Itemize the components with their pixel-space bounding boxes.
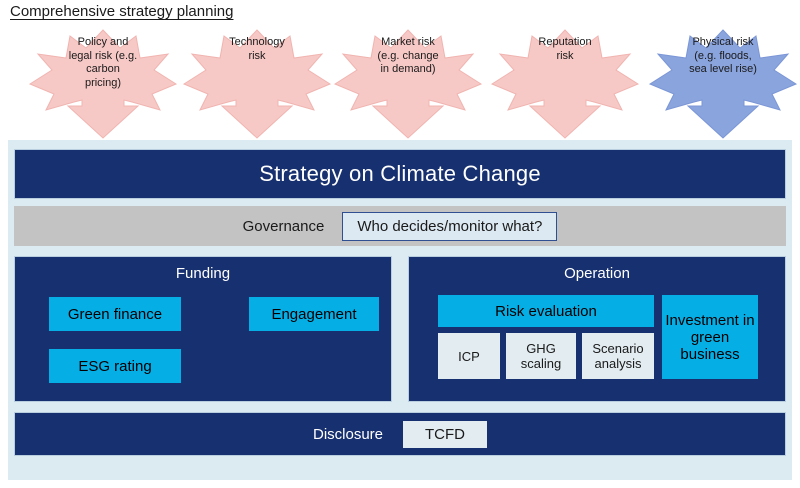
governance-row: Governance Who decides/monitor what? bbox=[14, 206, 786, 246]
governance-question-box[interactable]: Who decides/monitor what? bbox=[342, 211, 558, 241]
risk-arrow-shape bbox=[28, 29, 178, 139]
risk-arrow-physical-risk: Physical risk (e.g. floods, sea level ri… bbox=[648, 28, 798, 140]
funding-item-esg-rating[interactable]: ESG rating bbox=[49, 349, 181, 383]
strategy-board: Strategy on Climate Change Governance Wh… bbox=[8, 140, 792, 480]
page-title: Comprehensive strategy planning bbox=[10, 3, 234, 20]
funding-item-green-finance[interactable]: Green finance bbox=[49, 297, 181, 331]
strategy-title: Strategy on Climate Change bbox=[259, 161, 541, 186]
strategy-header-bar: Strategy on Climate Change bbox=[14, 149, 786, 199]
funding-panel: Funding Green finance Engagement ESG rat… bbox=[14, 256, 392, 402]
funding-item-engagement[interactable]: Engagement bbox=[249, 297, 379, 331]
risk-arrow-policy-legal-risk: Policy and legal risk (e.g. carbon prici… bbox=[28, 28, 178, 140]
risk-arrow-market-risk: Market risk (e.g. change in demand) bbox=[333, 28, 483, 140]
risk-arrow-reputation-risk: Reputation risk bbox=[490, 28, 640, 140]
disclosure-tcfd-box[interactable]: TCFD bbox=[403, 420, 488, 448]
operation-subitem-ghg-scaling[interactable]: GHG scaling bbox=[506, 333, 576, 379]
operation-item-investment-green-business[interactable]: Investment in green business bbox=[662, 295, 758, 379]
risk-arrow-technology-risk: Technology risk bbox=[182, 28, 332, 140]
risk-arrow-shape bbox=[333, 29, 483, 139]
operation-panel: Operation Risk evaluation ICP GHG scalin… bbox=[408, 256, 786, 402]
operation-item-risk-evaluation[interactable]: Risk evaluation bbox=[438, 295, 654, 327]
funding-title: Funding bbox=[175, 265, 231, 282]
risk-arrow-row: Policy and legal risk (e.g. carbon prici… bbox=[0, 28, 800, 140]
operation-title: Operation bbox=[564, 265, 630, 282]
risk-arrow-shape bbox=[648, 29, 798, 139]
operation-subitem-icp[interactable]: ICP bbox=[438, 333, 500, 379]
governance-label: Governance bbox=[242, 217, 325, 235]
risk-arrow-shape bbox=[490, 29, 640, 139]
operation-subitem-scenario-analysis[interactable]: Scenario analysis bbox=[582, 333, 654, 379]
risk-arrow-shape bbox=[182, 29, 332, 139]
disclosure-label: Disclosure bbox=[312, 425, 384, 443]
disclosure-row: Disclosure TCFD bbox=[14, 412, 786, 456]
